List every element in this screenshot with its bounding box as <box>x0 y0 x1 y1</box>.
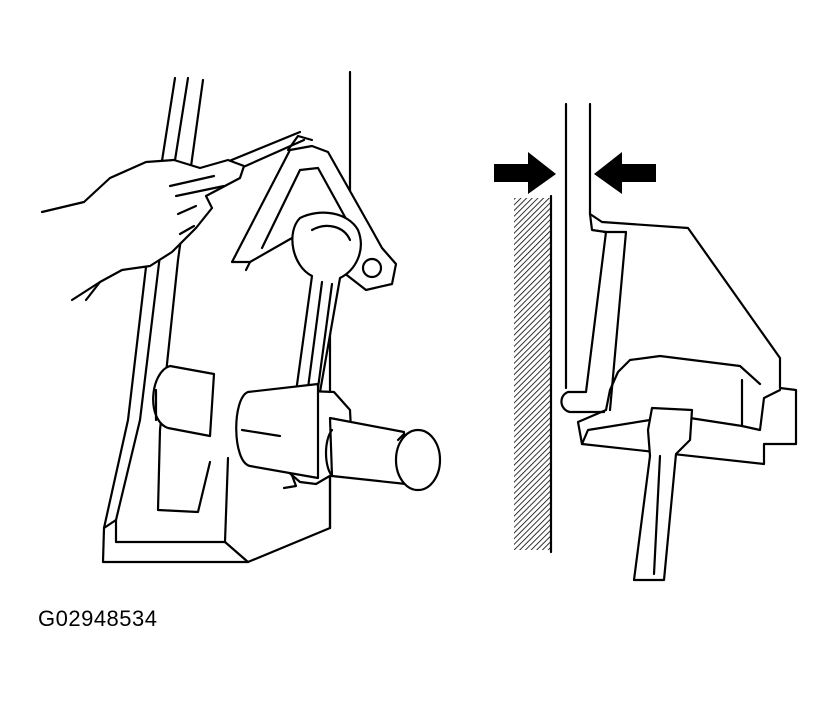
reference-surface <box>514 198 551 550</box>
arrow-left-icon <box>594 152 656 194</box>
figure-id-label: G02948534 <box>38 606 158 631</box>
alignment-fixture-view <box>40 70 442 564</box>
fixture-mandrel <box>235 382 442 492</box>
technician-hand <box>40 158 246 302</box>
gauge-blade <box>564 102 592 390</box>
arrow-right-icon <box>494 152 556 194</box>
gauge-stem <box>632 406 694 582</box>
gap-detail-view <box>494 102 798 582</box>
